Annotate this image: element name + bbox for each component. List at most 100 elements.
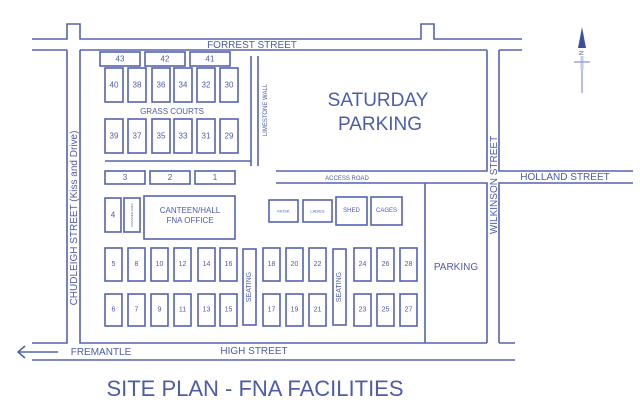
court-21-label: 21: [314, 307, 322, 314]
court-5: 5: [104, 247, 123, 282]
forrest-street-label: FORREST STREET: [207, 40, 297, 51]
court-10-outline: [150, 247, 169, 282]
court-4-outline: [104, 197, 122, 233]
court-38: 38: [127, 67, 147, 103]
court-35-label: 35: [157, 132, 166, 141]
court-17: 17: [262, 293, 281, 327]
court-43: 43: [99, 51, 141, 67]
parking-label: PARKING: [434, 262, 478, 273]
page-title: SITE PLAN - FNA FACILITIES: [106, 376, 403, 401]
shed: SHED: [335, 196, 368, 226]
court-7-label: 7: [135, 307, 139, 314]
court-28-label: 28: [405, 261, 413, 268]
court-36: 36: [151, 67, 171, 103]
court-23: 23: [353, 293, 372, 327]
court-16-outline: [219, 247, 238, 282]
court-8-label: 8: [135, 261, 139, 268]
court-9: 9: [150, 293, 169, 327]
court-28: 28: [399, 247, 418, 282]
court-16-label: 16: [225, 261, 233, 268]
court-42: 42: [144, 51, 186, 67]
seating-1: SEATING: [242, 248, 257, 326]
cages-label: CAGES: [376, 208, 397, 214]
fremantle-arrow: [16, 345, 58, 359]
court-23-outline: [353, 293, 372, 327]
court-19-outline: [285, 293, 304, 327]
court-32: 32: [196, 67, 216, 103]
seating-2: SEATING: [332, 248, 347, 326]
wilkinson-street-label: WILKINSON STREET: [489, 136, 500, 234]
court-43-label: 43: [116, 55, 125, 64]
court-14-label: 14: [203, 261, 211, 268]
shed-outline: [335, 196, 368, 226]
cages-outline: [370, 196, 403, 226]
court-30-label: 30: [225, 81, 234, 90]
saturday-parking-label: SATURDAY: [328, 90, 429, 111]
court-17-label: 17: [268, 307, 276, 314]
court-11-label: 11: [179, 307, 186, 314]
court-26-label: 26: [382, 261, 390, 268]
cages: CAGES: [370, 196, 403, 226]
court-8-outline: [127, 247, 146, 282]
north-arrow-icon: [578, 27, 586, 48]
canteen-label-2: FNA OFFICE: [166, 216, 213, 225]
court-1: 1: [194, 170, 236, 185]
street-lines: [16, 23, 633, 361]
court-11-outline: [173, 293, 192, 327]
court-36-label: 36: [157, 81, 166, 90]
court-22: 22: [308, 247, 327, 282]
ladies-label: LADIES: [310, 209, 325, 214]
court-40: 40: [104, 67, 124, 103]
grassed-area-label: GRASSED AREA: [130, 203, 134, 227]
court-17-outline: [262, 293, 281, 327]
court-20: 20: [285, 247, 304, 282]
court-18: 18: [262, 247, 281, 282]
canteen-hall-fna-office-outline: [143, 195, 236, 240]
court-12-outline: [173, 247, 192, 282]
court-25: 25: [376, 293, 395, 327]
court-4: 4: [104, 197, 122, 233]
court-10-label: 10: [156, 261, 164, 268]
court-12-label: 12: [179, 261, 187, 268]
court-37: 37: [127, 118, 147, 154]
court-31: 31: [196, 118, 216, 154]
court-26-outline: [376, 247, 395, 282]
court-39-label: 39: [110, 132, 119, 141]
court-10: 10: [150, 247, 169, 282]
court-41-outline: [189, 51, 231, 67]
court-3: 3: [104, 170, 146, 185]
court-39-outline: [104, 118, 124, 154]
court-29-outline: [219, 118, 239, 154]
court-24-label: 24: [359, 261, 367, 268]
court-32-outline: [196, 67, 216, 103]
court-31-outline: [196, 118, 216, 154]
seating-1-label: SEATING: [246, 272, 253, 302]
court-25-label: 25: [382, 307, 390, 314]
kiosk-label: KIOSK: [277, 209, 290, 214]
court-27-label: 27: [405, 307, 413, 314]
court-31-label: 31: [202, 132, 211, 141]
court-34-outline: [173, 67, 193, 103]
court-14-outline: [197, 247, 216, 282]
court-2-label: 2: [168, 173, 173, 182]
court-42-label: 42: [161, 55, 170, 64]
court-2: 2: [149, 170, 191, 185]
court-13: 13: [197, 293, 216, 327]
court-9-label: 9: [158, 307, 162, 314]
court-38-label: 38: [133, 81, 142, 90]
saturday-parking-label-2: PARKING: [338, 114, 422, 135]
court-29-label: 29: [225, 132, 234, 141]
court-15-label: 15: [225, 307, 233, 314]
north-arrow: N: [574, 27, 590, 93]
court-38-outline: [127, 67, 147, 103]
court-42-outline: [144, 51, 186, 67]
court-3-outline: [104, 170, 146, 185]
court-28-outline: [399, 247, 418, 282]
holland-street-label: HOLLAND STREET: [520, 172, 609, 183]
court-41: 41: [189, 51, 231, 67]
court-41-label: 41: [206, 55, 215, 64]
grassed-area: GRASSED AREA: [123, 197, 141, 233]
court-24: 24: [353, 247, 372, 282]
court-21: 21: [308, 293, 327, 327]
court-12: 12: [173, 247, 192, 282]
